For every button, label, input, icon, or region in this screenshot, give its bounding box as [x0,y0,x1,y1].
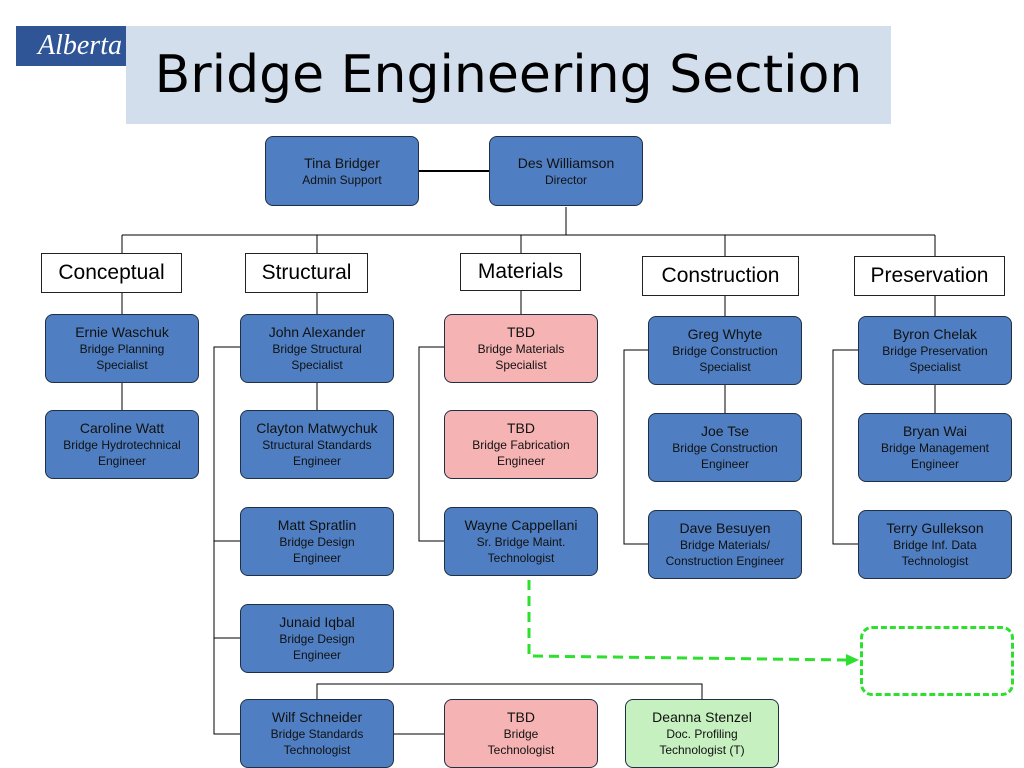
staff-role: Engineer [97,454,147,468]
staff-name: Terry Gullekson [886,520,984,536]
vacant-position-card: TBD Bridge Materials Specialist [444,314,598,383]
staff-card: Wayne Cappellani Sr. Bridge Maint. Techn… [444,507,598,576]
wilf-team-connector [316,683,703,699]
staff-name: Joe Tse [701,423,749,439]
staff-card: Joe Tse Bridge Construction Engineer [648,413,802,482]
staff-role: Construction Engineer [665,554,785,568]
staff-card: Greg Whyte Bridge Construction Specialis… [648,316,802,385]
staff-name: TBD [507,420,535,436]
staff-card: Matt Spratlin Bridge Design Engineer [240,507,394,576]
staff-role: Engineer [292,648,342,662]
staff-role: Bridge Preservation [882,344,988,358]
staff-role: Bridge Planning [79,342,165,356]
staff-card: John Alexander Bridge Structural Special… [240,314,394,383]
staff-name: Clayton Matwychuk [256,420,378,436]
director-name: Des Williamson [517,154,615,171]
staff-role: Technologist [283,743,351,757]
staff-role: Technologist [487,743,555,757]
staff-role: Engineer [910,457,960,471]
staff-role: Doc. Profiling [666,727,738,741]
staff-role: Engineer [700,457,750,471]
staff-name: Bryan Wai [902,423,968,439]
vacant-position-card: TBD Bridge Fabrication Engineer [444,410,598,479]
construction-side-connector [623,349,648,545]
staff-role: Bridge Construction [672,441,778,455]
staff-name: TBD [507,324,535,340]
staff-card: Wilf Schneider Bridge Standards Technolo… [240,699,394,768]
staff-card: Ernie Waschuk Bridge Planning Specialist [45,314,199,383]
staff-name: Ernie Waschuk [75,324,169,340]
staff-role: Bridge Management [880,441,990,455]
staff-name: TBD [507,709,535,725]
staff-name: John Alexander [268,324,366,340]
staff-role: Technologist (T) [659,743,745,757]
dashed-link-line [527,580,848,662]
vacant-position-card: TBD Bridge Technologist [444,699,598,768]
staff-name: Wayne Cappellani [464,517,578,533]
title-band: Bridge Engineering Section [126,26,891,124]
dashed-placeholder-box [860,626,1014,696]
staff-card: Dave Besuyen Bridge Materials/ Construct… [648,510,802,579]
admin-role: Admin Support [302,172,382,187]
preservation-side-connector [832,349,858,545]
staff-role: Bridge Inf. Data [893,538,977,552]
staff-card: Byron Chelak Bridge Preservation Special… [858,316,1012,385]
staff-role: Bridge [503,727,539,741]
staff-role: Bridge Standards [270,727,364,741]
temporary-position-card: Deanna Stenzel Doc. Profiling Technologi… [625,699,779,768]
staff-role: Bridge Construction [672,344,778,358]
staff-name: Greg Whyte [687,326,763,342]
dashed-link-arrowhead [846,654,859,666]
staff-role: Bridge Structural [272,342,362,356]
staff-role: Bridge Materials [477,342,565,356]
director-role: Director [544,172,587,187]
staff-role: Bridge Fabrication [472,438,570,452]
staff-card: Junaid Iqbal Bridge Design Engineer [240,604,394,673]
staff-role: Specialist [699,360,751,374]
director-card: Des Williamson Director [489,136,643,206]
page-title: Bridge Engineering Section [154,45,863,105]
alberta-logo: Alberta [16,26,144,66]
staff-card: Terry Gullekson Bridge Inf. Data Technol… [858,510,1012,579]
staff-role: Bridge Design [279,535,355,549]
department-structural: Structural [245,253,368,293]
staff-role: Engineer [496,454,546,468]
staff-name: Dave Besuyen [679,520,771,536]
department-preservation: Preservation [854,256,1005,296]
staff-role: Sr. Bridge Maint. [476,535,566,549]
staff-role: Structural Standards [262,438,372,452]
staff-name: Matt Spratlin [277,517,357,533]
staff-card: Bryan Wai Bridge Management Engineer [858,413,1012,482]
staff-role: Bridge Design [279,632,355,646]
staff-name: Caroline Watt [79,420,165,436]
staff-name: Junaid Iqbal [279,614,355,630]
department-conceptual: Conceptual [41,253,182,293]
staff-role: Specialist [96,358,148,372]
staff-role: Bridge Materials/ [679,538,771,552]
staff-name: Deanna Stenzel [652,709,752,725]
materials-side-connector [418,346,444,542]
department-construction: Construction [642,256,799,296]
staff-role: Specialist [909,360,961,374]
department-materials: Materials [460,253,581,291]
staff-name: Byron Chelak [892,326,978,342]
staff-card: Caroline Watt Bridge Hydrotechnical Engi… [45,410,199,479]
staff-role: Technologist [487,551,555,565]
admin-card: Tina Bridger Admin Support [265,136,419,206]
staff-role: Specialist [495,358,547,372]
staff-name: Wilf Schneider [271,709,363,725]
staff-role: Engineer [292,454,342,468]
staff-role: Specialist [291,358,343,372]
staff-role: Technologist [901,554,969,568]
staff-role: Engineer [292,551,342,565]
admin-name: Tina Bridger [304,154,380,171]
staff-card: Clayton Matwychuk Structural Standards E… [240,410,394,479]
staff-role: Bridge Hydrotechnical [63,438,181,452]
